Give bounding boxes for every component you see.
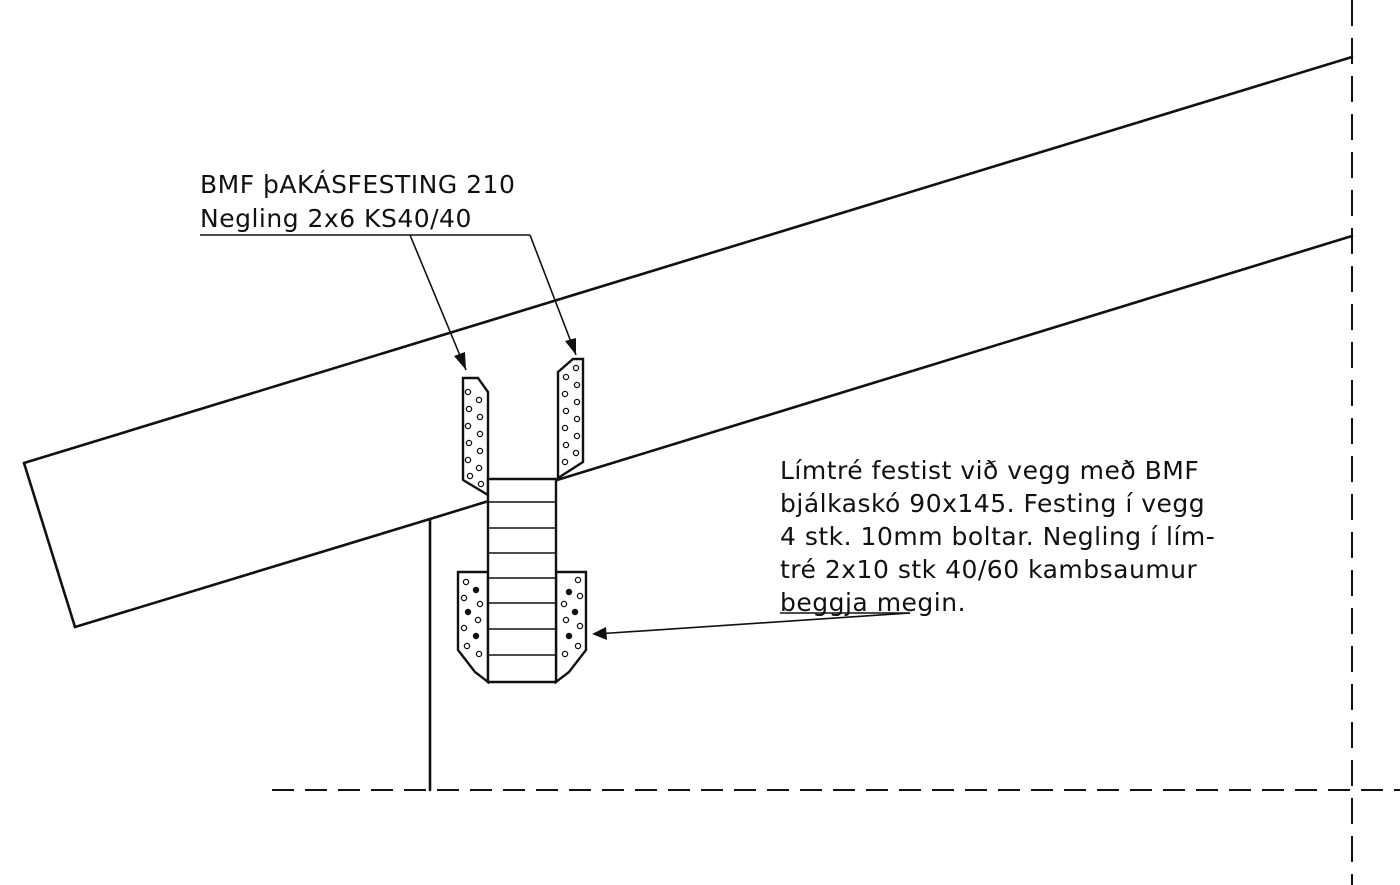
rafter-bottom-edge-right xyxy=(428,234,1354,521)
leader-top-right xyxy=(529,234,577,356)
right-label-line1: Límtré festist við vegg með BMF xyxy=(780,456,1199,485)
top-label-line1: BMF þAKÁSFESTING 210 xyxy=(200,170,515,199)
leader-top-left xyxy=(409,234,467,371)
upper-roof-bracket-right xyxy=(556,357,585,481)
glulam-rafter xyxy=(22,55,1354,629)
right-label-line4: tré 2x10 stk 40/60 kambsaumur xyxy=(780,555,1198,584)
rafter-bottom-edge-left xyxy=(73,517,432,629)
top-label-line2: Negling 2x6 KS40/40 xyxy=(200,204,472,233)
laminated-glulam-post xyxy=(486,477,558,684)
right-label-line3: 4 stk. 10mm boltar. Negling í lím- xyxy=(780,522,1215,551)
rafter-top-edge xyxy=(22,55,1354,465)
lower-joist-hanger-right xyxy=(554,570,588,685)
leader-right-label xyxy=(592,612,911,640)
top-label: BMF þAKÁSFESTING 210 Negling 2x6 KS40/40 xyxy=(200,170,530,236)
rafter-end-cut xyxy=(22,461,77,629)
lower-joist-hanger-left xyxy=(456,570,490,685)
right-label: Límtré festist við vegg með BMF bjálkask… xyxy=(780,456,1215,617)
upper-roof-bracket-left xyxy=(461,376,490,498)
right-label-line2: bjálkaskó 90x145. Festing í vegg xyxy=(780,489,1205,518)
right-label-line5: beggja megin. xyxy=(780,588,966,617)
